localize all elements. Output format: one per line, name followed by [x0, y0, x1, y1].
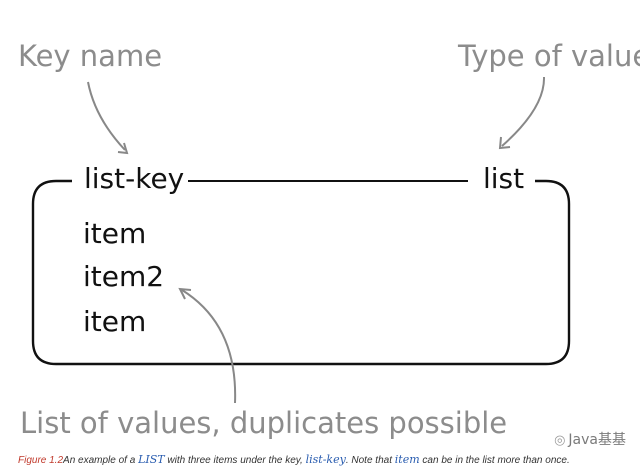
caption-text-2: with three items under the key, [164, 455, 306, 466]
key-name-label: Key name [18, 39, 163, 73]
key-name-arrow [87, 81, 126, 151]
type-arrow [501, 76, 546, 147]
list-box-border [31, 179, 571, 366]
watermark-text: Java基基 [568, 432, 626, 448]
caption-code-list: LIST [138, 453, 165, 466]
figure-caption: Figure 1.2An example of a LIST with thre… [18, 453, 570, 466]
type-arrowhead [498, 136, 511, 150]
values-arrow [181, 289, 237, 404]
caption-code-list-key: list-key [305, 453, 346, 466]
values-arrowhead [178, 287, 192, 300]
list-item: item [83, 305, 147, 338]
caption-text-4: can be in the list more than once. [419, 455, 570, 466]
list-item: item [83, 217, 147, 250]
figure-label: Figure 1.2 [18, 455, 64, 466]
watermark: ◎Java基基 [554, 429, 626, 449]
caption-text-3: . Note that [345, 455, 395, 466]
list-item: item2 [83, 260, 165, 293]
key-label: list-key [84, 162, 185, 195]
values-note-label: List of values, duplicates possible [20, 406, 508, 440]
caption-text-1: An example of a [63, 455, 139, 466]
type-of-value-label: Type of value [458, 39, 640, 73]
wechat-icon: ◎ [554, 433, 566, 448]
type-label: list [483, 162, 525, 195]
caption-code-item: item [394, 453, 420, 466]
key-name-arrowhead [117, 142, 129, 155]
